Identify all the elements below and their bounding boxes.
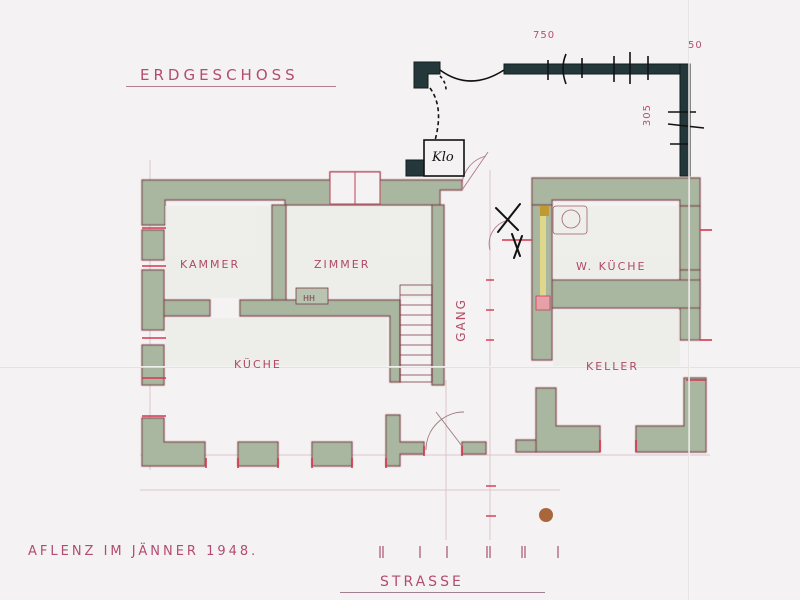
room-label-keller: KELLER: [586, 360, 640, 373]
room-label-zimmer: ZIMMER: [314, 258, 371, 271]
ink-stain: [539, 508, 553, 522]
room-label-kammer: KAMMER: [180, 258, 241, 271]
window-zimmer: [329, 171, 381, 205]
dimension-width: 750: [533, 30, 556, 41]
red-openings: [142, 227, 712, 468]
stove-symbol: HH: [295, 287, 329, 305]
annex-details: [423, 52, 705, 177]
room-label-w-kueche: W. KÜCHE: [576, 260, 647, 273]
drawing-title: ERDGESCHOSS: [140, 66, 299, 84]
staircase: [399, 284, 433, 383]
cross-out-marks: [495, 203, 523, 259]
room-label-gang: GANG: [454, 298, 468, 342]
street-ticks: [379, 546, 559, 558]
street-underline: [340, 592, 545, 593]
paper-fold-horizontal: [0, 366, 800, 368]
annex-walls: [405, 61, 691, 177]
title-underline: [126, 86, 336, 87]
sink-symbol: [552, 205, 588, 235]
axis-marks: [486, 279, 496, 517]
gang-door-arcs: [461, 151, 511, 251]
annotation-klo: Klo: [432, 150, 454, 165]
chimney-line: [535, 206, 551, 311]
dimension-depth: 305: [642, 104, 653, 127]
dimension-corner: 50: [688, 40, 703, 51]
street-label: STRASSE: [380, 574, 464, 590]
svg-text:HH: HH: [303, 294, 315, 303]
room-label-kueche: KÜCHE: [234, 358, 282, 371]
room-wash: [165, 206, 680, 366]
entrance-door: [425, 411, 465, 451]
paper-fold-vertical: [688, 0, 690, 600]
caption-place-date: AFLENZ IM JÄNNER 1948.: [28, 544, 259, 559]
